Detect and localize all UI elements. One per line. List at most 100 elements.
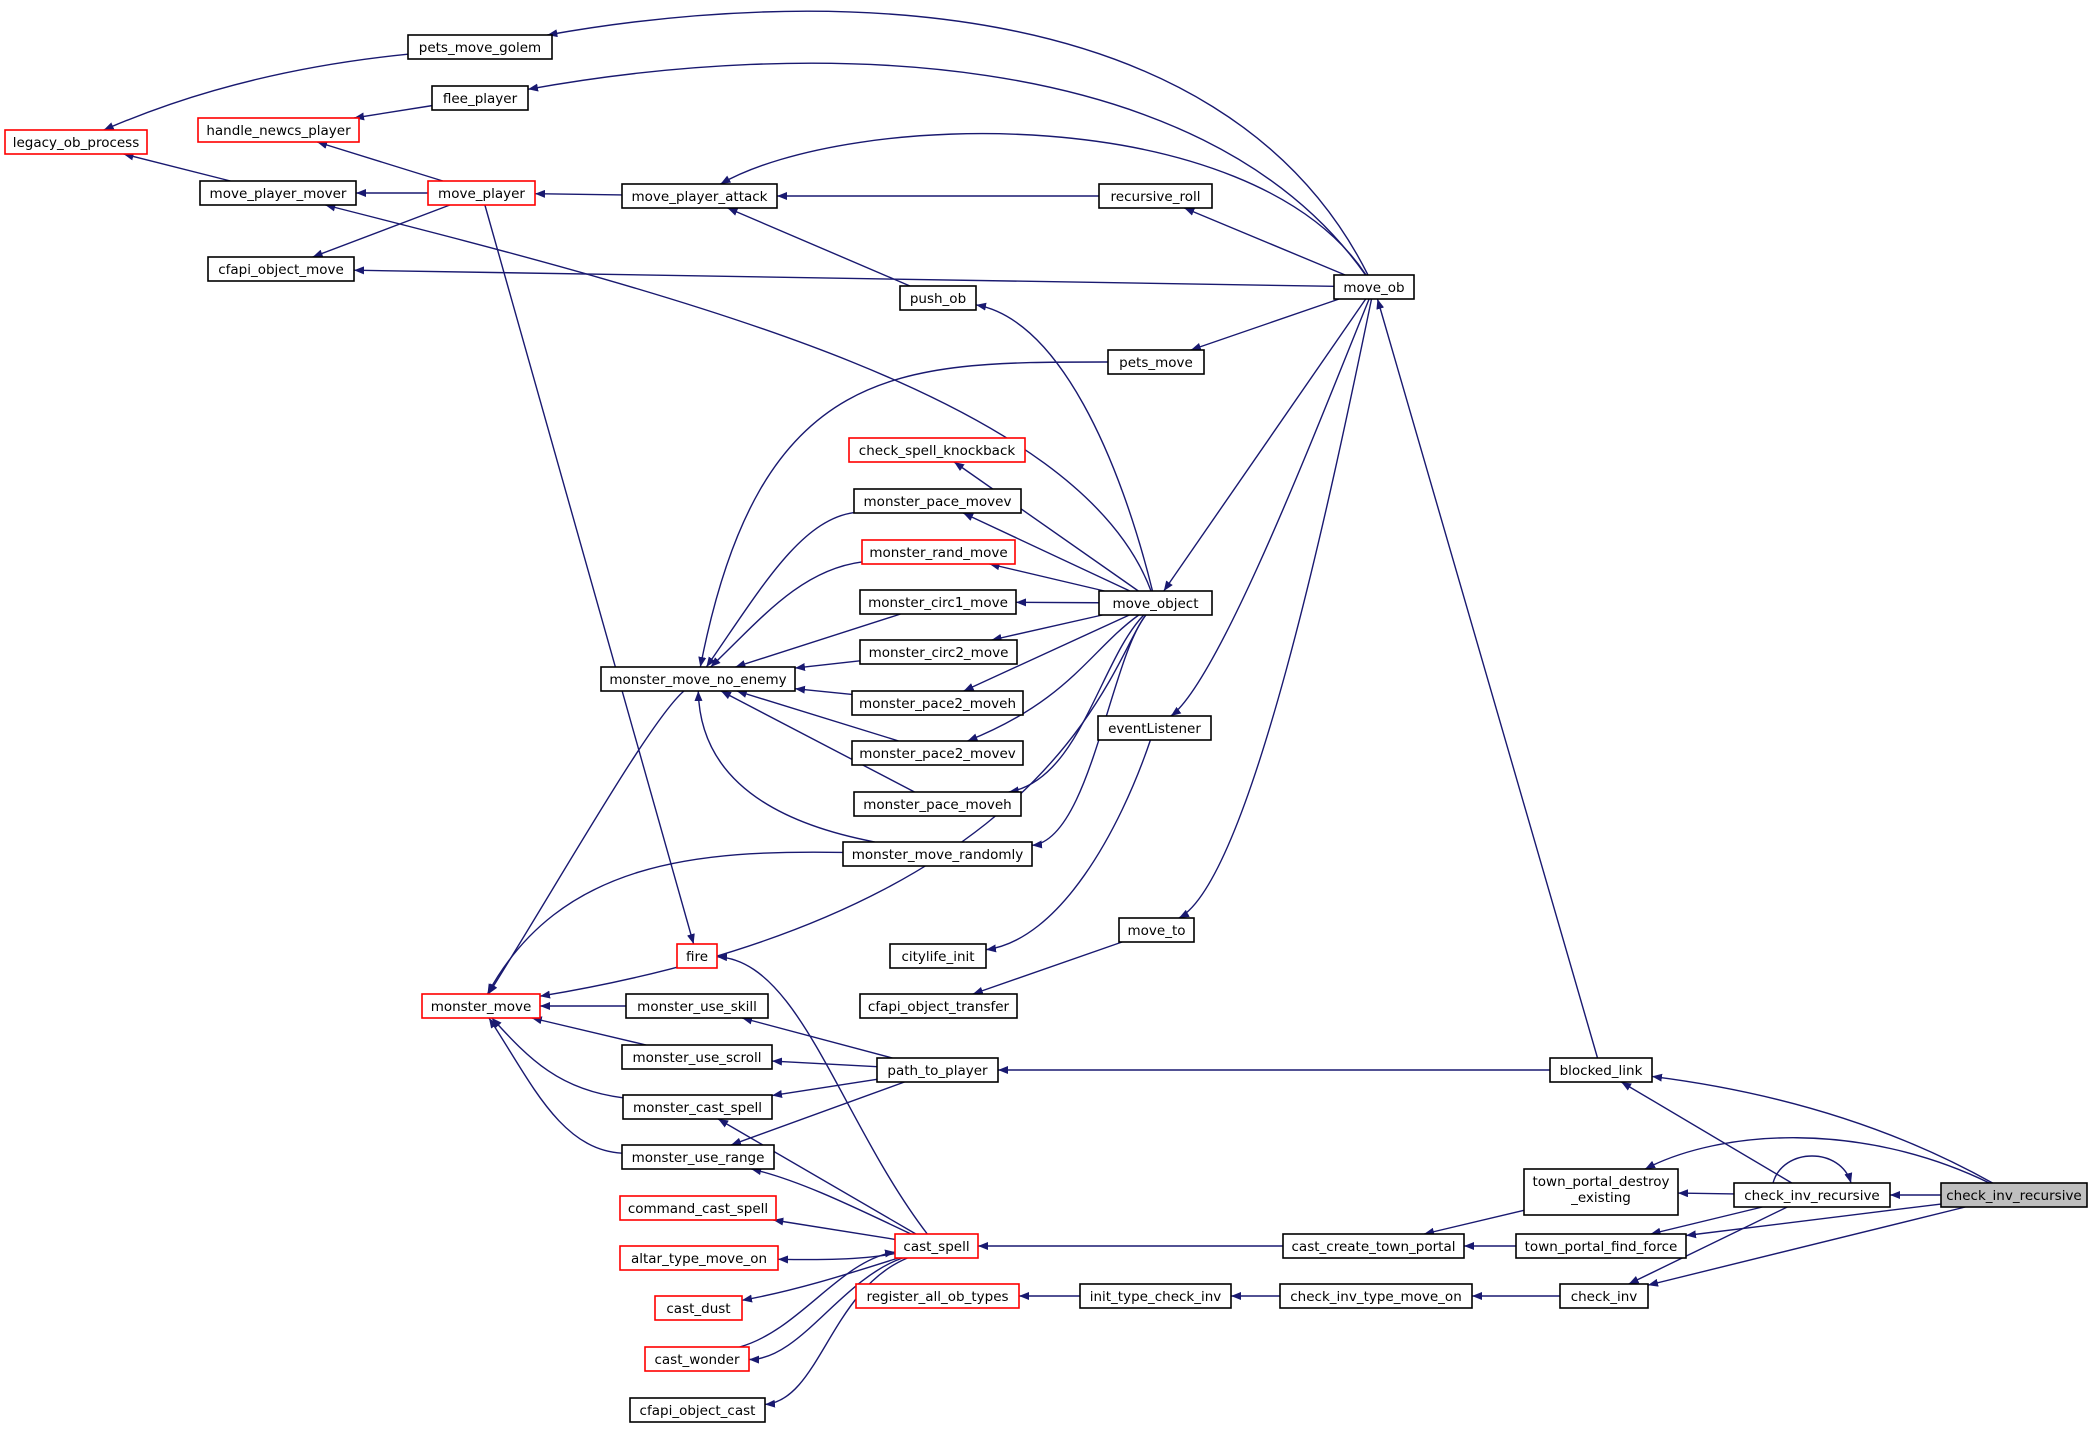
node-monster-move[interactable]: monster_move (421, 993, 541, 1019)
node-box[interactable] (1940, 1182, 2088, 1208)
node-cast-wonder[interactable]: cast_wonder (644, 1346, 750, 1372)
node-cast-spell[interactable]: cast_spell (894, 1233, 979, 1259)
node-box[interactable] (1279, 1283, 1473, 1309)
node-box[interactable] (899, 285, 977, 311)
node-fire[interactable]: fire (676, 943, 718, 969)
node-cfapi-object-move[interactable]: cfapi_object_move (207, 256, 355, 282)
node-monster-circ2-move[interactable]: monster_circ2_move (859, 639, 1018, 665)
node-box[interactable] (1523, 1168, 1679, 1216)
node-box[interactable] (855, 1283, 1020, 1309)
node-eventListener[interactable]: eventListener (1097, 715, 1212, 741)
node-monster-use-scroll[interactable]: monster_use_scroll (621, 1044, 773, 1070)
node-box[interactable] (629, 1397, 766, 1423)
node-box[interactable] (876, 1057, 999, 1083)
node-box[interactable] (407, 34, 553, 60)
node-flee-player[interactable]: flee_player (431, 85, 529, 111)
node-box[interactable] (853, 791, 1022, 817)
node-move-object[interactable]: move_object (1098, 590, 1213, 616)
node-box[interactable] (1098, 183, 1213, 209)
node-check-spell-knockback[interactable]: check_spell_knockback (848, 437, 1026, 463)
node-check-inv-type-move-on[interactable]: check_inv_type_move_on (1279, 1283, 1473, 1309)
node-monster-use-range[interactable]: monster_use_range (621, 1144, 775, 1170)
node-box[interactable] (421, 993, 541, 1019)
node-move-player-attack[interactable]: move_player_attack (621, 183, 778, 209)
node-box[interactable] (197, 117, 360, 143)
node-box[interactable] (654, 1295, 743, 1321)
node-town-portal-destroy-existing[interactable]: town_portal_destroy_existing (1523, 1168, 1679, 1216)
node-legacy-ob-process[interactable]: legacy_ob_process (4, 129, 148, 155)
node-blocked-link[interactable]: blocked_link (1549, 1057, 1653, 1083)
node-cfapi-object-transfer[interactable]: cfapi_object_transfer (859, 993, 1018, 1019)
node-box[interactable] (621, 1144, 775, 1170)
node-box[interactable] (1118, 917, 1195, 943)
node-box[interactable] (889, 943, 987, 969)
node-move-player-mover[interactable]: move_player_mover (199, 180, 357, 206)
node-box[interactable] (1097, 715, 1212, 741)
node-move-ob[interactable]: move_ob (1333, 274, 1415, 300)
node-box[interactable] (851, 690, 1024, 716)
node-monster-circ1-move[interactable]: monster_circ1_move (859, 589, 1017, 615)
node-box[interactable] (622, 1094, 773, 1120)
node-monster-pace-moveh[interactable]: monster_pace_moveh (853, 791, 1022, 817)
node-box[interactable] (644, 1346, 750, 1372)
node-monster-cast-spell[interactable]: monster_cast_spell (622, 1094, 773, 1120)
node-command-cast-spell[interactable]: command_cast_spell (619, 1195, 777, 1221)
node-monster-move-randomly[interactable]: monster_move_randomly (842, 841, 1033, 867)
node-box[interactable] (1549, 1057, 1653, 1083)
node-box[interactable] (207, 256, 355, 282)
node-box[interactable] (619, 1245, 779, 1271)
node-check-inv-recursive-mid[interactable]: check_inv_recursive (1733, 1182, 1891, 1208)
node-citylife-init[interactable]: citylife_init (889, 943, 987, 969)
node-monster-pace-movev[interactable]: monster_pace_movev (853, 488, 1022, 514)
node-box[interactable] (851, 740, 1024, 766)
node-push-ob[interactable]: push_ob (899, 285, 977, 311)
node-box[interactable] (1333, 274, 1415, 300)
node-monster-move-no-enemy[interactable]: monster_move_no_enemy (600, 666, 796, 692)
node-box[interactable] (1079, 1283, 1232, 1309)
node-box[interactable] (842, 841, 1033, 867)
node-monster-use-skill[interactable]: monster_use_skill (625, 993, 769, 1019)
node-move-to[interactable]: move_to (1118, 917, 1195, 943)
node-box[interactable] (1559, 1283, 1649, 1309)
node-box[interactable] (1733, 1182, 1891, 1208)
node-box[interactable] (621, 1044, 773, 1070)
node-cfapi-object-cast[interactable]: cfapi_object_cast (629, 1397, 766, 1423)
node-pets-move-golem[interactable]: pets_move_golem (407, 34, 553, 60)
node-move-player[interactable]: move_player (427, 180, 536, 206)
node-monster-rand-move[interactable]: monster_rand_move (861, 539, 1016, 565)
node-cast-create-town-portal[interactable]: cast_create_town_portal (1282, 1233, 1465, 1259)
node-box[interactable] (859, 639, 1018, 665)
node-box[interactable] (4, 129, 148, 155)
node-box[interactable] (861, 539, 1016, 565)
node-box[interactable] (621, 183, 778, 209)
node-check-inv-recursive-root[interactable]: check_inv_recursive (1940, 1182, 2088, 1208)
node-box[interactable] (1282, 1233, 1465, 1259)
node-box[interactable] (859, 993, 1018, 1019)
node-handle-newcs-player[interactable]: handle_newcs_player (197, 117, 360, 143)
node-box[interactable] (676, 943, 718, 969)
node-box[interactable] (427, 180, 536, 206)
node-box[interactable] (431, 85, 529, 111)
node-box[interactable] (859, 589, 1017, 615)
node-town-portal-find-force[interactable]: town_portal_find_force (1515, 1233, 1687, 1259)
node-pets-move[interactable]: pets_move (1107, 349, 1205, 375)
node-register-all-ob-types[interactable]: register_all_ob_types (855, 1283, 1020, 1309)
node-check-inv[interactable]: check_inv (1559, 1283, 1649, 1309)
node-cast-dust[interactable]: cast_dust (654, 1295, 743, 1321)
node-box[interactable] (619, 1195, 777, 1221)
node-path-to-player[interactable]: path_to_player (876, 1057, 999, 1083)
node-box[interactable] (199, 180, 357, 206)
node-box[interactable] (1515, 1233, 1687, 1259)
node-altar-type-move-on[interactable]: altar_type_move_on (619, 1245, 779, 1271)
node-box[interactable] (625, 993, 769, 1019)
node-box[interactable] (1098, 590, 1213, 616)
node-box[interactable] (600, 666, 796, 692)
node-monster-pace2-movev[interactable]: monster_pace2_movev (851, 740, 1024, 766)
node-monster-pace2-moveh[interactable]: monster_pace2_moveh (851, 690, 1024, 716)
node-box[interactable] (1107, 349, 1205, 375)
node-init-type-check-inv[interactable]: init_type_check_inv (1079, 1283, 1232, 1309)
node-box[interactable] (853, 488, 1022, 514)
node-box[interactable] (894, 1233, 979, 1259)
node-recursive-roll[interactable]: recursive_roll (1098, 183, 1213, 209)
node-box[interactable] (848, 437, 1026, 463)
